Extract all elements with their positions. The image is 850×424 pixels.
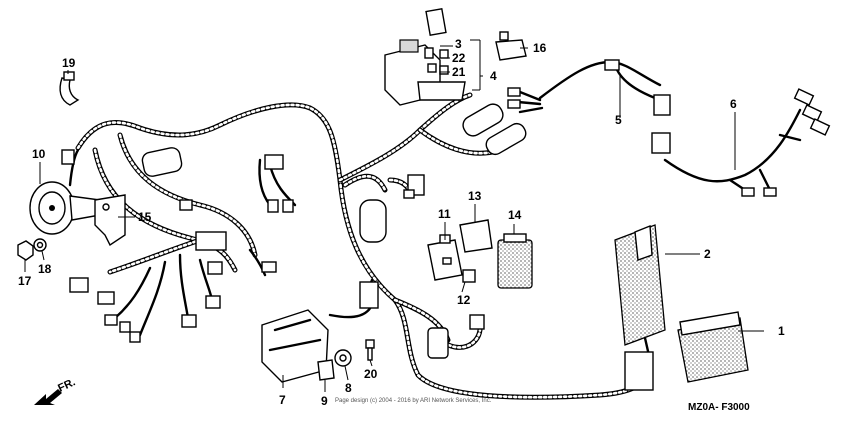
callout-18: 18: [38, 262, 52, 276]
relay-14: [497, 233, 533, 289]
callout-17: 17: [18, 274, 32, 288]
harness-inline-parts: [141, 103, 527, 359]
callout-21: 21: [452, 65, 466, 79]
horn: [29, 148, 101, 235]
sub-harness-5: [507, 59, 671, 116]
clamp: [59, 71, 80, 106]
main-wire-harness: [75, 92, 653, 400]
callout-22: 22: [452, 51, 466, 65]
leader-lines: [24, 39, 764, 392]
callout-2: 2: [704, 247, 711, 261]
callout-8: 8: [345, 381, 352, 395]
callout-11: 11: [438, 207, 451, 221]
callout-14: 14: [508, 208, 522, 222]
callout-5: 5: [615, 113, 622, 127]
bolt: [365, 339, 375, 361]
callout-1: 1: [778, 324, 785, 338]
sub-harness-6: [651, 88, 831, 197]
unit-cover: [677, 311, 749, 383]
callout-13: 13: [468, 189, 482, 203]
horn-bracket: [94, 194, 126, 247]
fuse-22: [439, 49, 449, 59]
callout-7: 7: [279, 393, 286, 407]
callout-12: 12: [457, 293, 471, 307]
front-arrow-icon: [34, 389, 62, 405]
callout-16: 16: [533, 41, 547, 55]
relay-11: [427, 234, 463, 281]
front-direction-indicator: FR.: [34, 376, 77, 405]
harness-connectors-left: [61, 149, 294, 343]
callout-19: 19: [62, 56, 76, 70]
callout-9: 9: [321, 394, 328, 408]
control-unit: [614, 224, 666, 391]
callout-15: 15: [138, 210, 152, 224]
unit-7: [261, 309, 329, 383]
copyright-notice: Page design (c) 2004 - 2016 by ARI Netwo…: [335, 398, 492, 404]
fuse-21: [439, 65, 449, 75]
relay-12: [462, 269, 476, 283]
callout-10: 10: [32, 147, 46, 161]
grommet: [317, 359, 335, 381]
callout-labels: 1 2 3 4 5 6 7 8 9 10 11 12 13 14 15 16 1…: [18, 37, 785, 408]
diagram-code: MZ0A- F3000: [688, 402, 750, 413]
fuse-box-assembly: [384, 7, 466, 106]
nut: [17, 240, 34, 261]
front-label: FR.: [56, 376, 77, 394]
washer: [33, 238, 47, 252]
relay-13: [459, 219, 493, 253]
callout-20: 20: [364, 367, 378, 381]
callout-4: 4: [490, 69, 497, 83]
callout-6: 6: [730, 97, 737, 111]
collar: [334, 349, 352, 367]
callout-3: 3: [455, 37, 462, 51]
connector-16: [495, 31, 527, 61]
